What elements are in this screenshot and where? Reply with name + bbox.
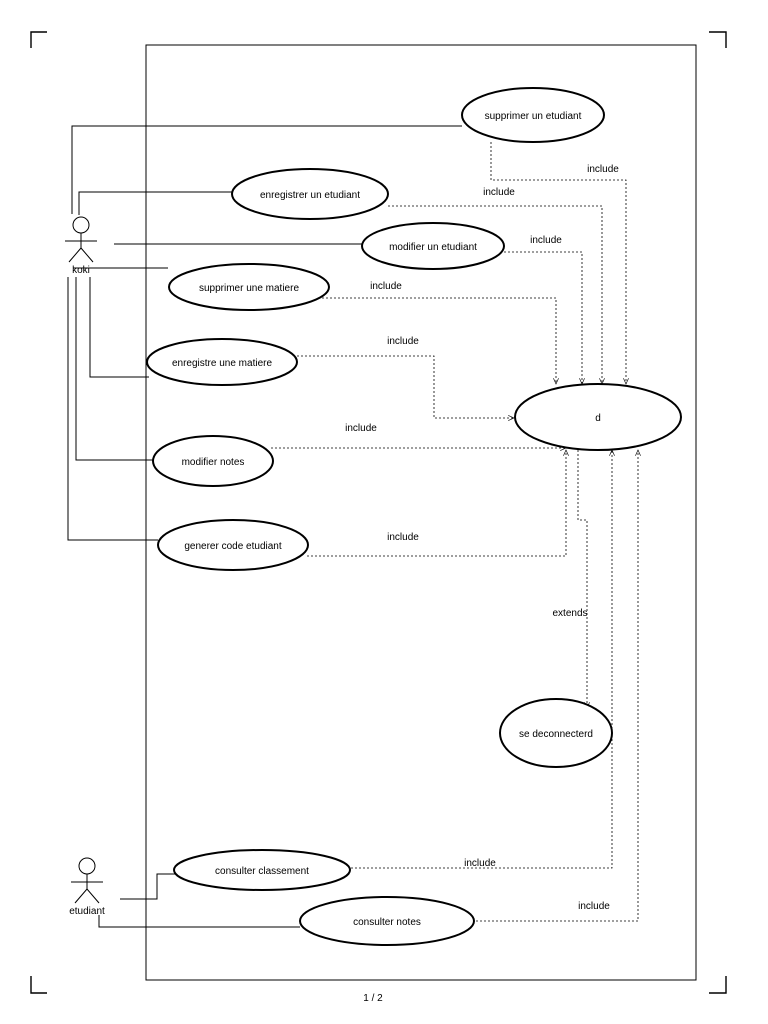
use-case-supprimer-etudiant[interactable]: supprimer un etudiant (461, 87, 605, 143)
use-case-modifier-notes[interactable]: modifier notes (152, 435, 274, 487)
relations (271, 142, 638, 922)
use-case-consulter-notes[interactable]: consulter notes (299, 896, 475, 946)
use-case-supprimer-matiere[interactable]: supprimer une matiere (168, 263, 330, 311)
use-case-enregistre-matiere[interactable]: enregistre une matiere (146, 338, 298, 386)
extends-label: extends (552, 608, 587, 619)
include-label: include (587, 164, 619, 175)
use-case-generer-code[interactable]: generer code etudiant (157, 519, 309, 571)
page-number: 1 / 2 (363, 993, 383, 1004)
svg-text:supprimer une matiere: supprimer une matiere (199, 283, 299, 294)
actor-koki-label: koki (72, 265, 90, 276)
include-label: include (578, 901, 610, 912)
include-label: include (387, 336, 419, 347)
svg-text:se deconnecterd: se deconnecterd (519, 729, 593, 740)
svg-text:d: d (595, 413, 601, 424)
svg-text:modifier un etudiant: modifier un etudiant (389, 242, 477, 253)
relation-labels: include include include include include … (345, 164, 619, 912)
associations (67, 125, 462, 928)
use-case-se-deconnecter[interactable]: se deconnecterd (499, 698, 613, 768)
svg-text:enregistre une matiere: enregistre une matiere (172, 358, 272, 369)
actor-etudiant[interactable]: etudiant (69, 857, 105, 917)
use-case-d[interactable]: d (514, 383, 682, 451)
include-label: include (530, 235, 562, 246)
include-label: include (464, 858, 496, 869)
system-boundary (145, 44, 697, 981)
svg-text:supprimer un etudiant: supprimer un etudiant (485, 111, 582, 122)
include-label: include (345, 423, 377, 434)
include-label: include (387, 532, 419, 543)
use-case-consulter-classement[interactable]: consulter classement (173, 849, 351, 891)
actor-etudiant-label: etudiant (69, 906, 105, 917)
svg-text:generer code etudiant: generer code etudiant (184, 541, 282, 552)
include-label: include (483, 187, 515, 198)
crop-marks (30, 31, 727, 994)
svg-text:enregistrer un etudiant: enregistrer un etudiant (260, 190, 360, 201)
use-case-modifier-etudiant[interactable]: modifier un etudiant (361, 222, 505, 270)
actor-koki[interactable]: koki (65, 216, 97, 276)
include-label: include (370, 281, 402, 292)
svg-text:modifier notes: modifier notes (182, 457, 245, 468)
svg-text:consulter notes: consulter notes (353, 917, 421, 928)
use-case-enregistrer-etudiant[interactable]: enregistrer un etudiant (231, 168, 389, 220)
svg-text:consulter classement: consulter classement (215, 866, 309, 877)
